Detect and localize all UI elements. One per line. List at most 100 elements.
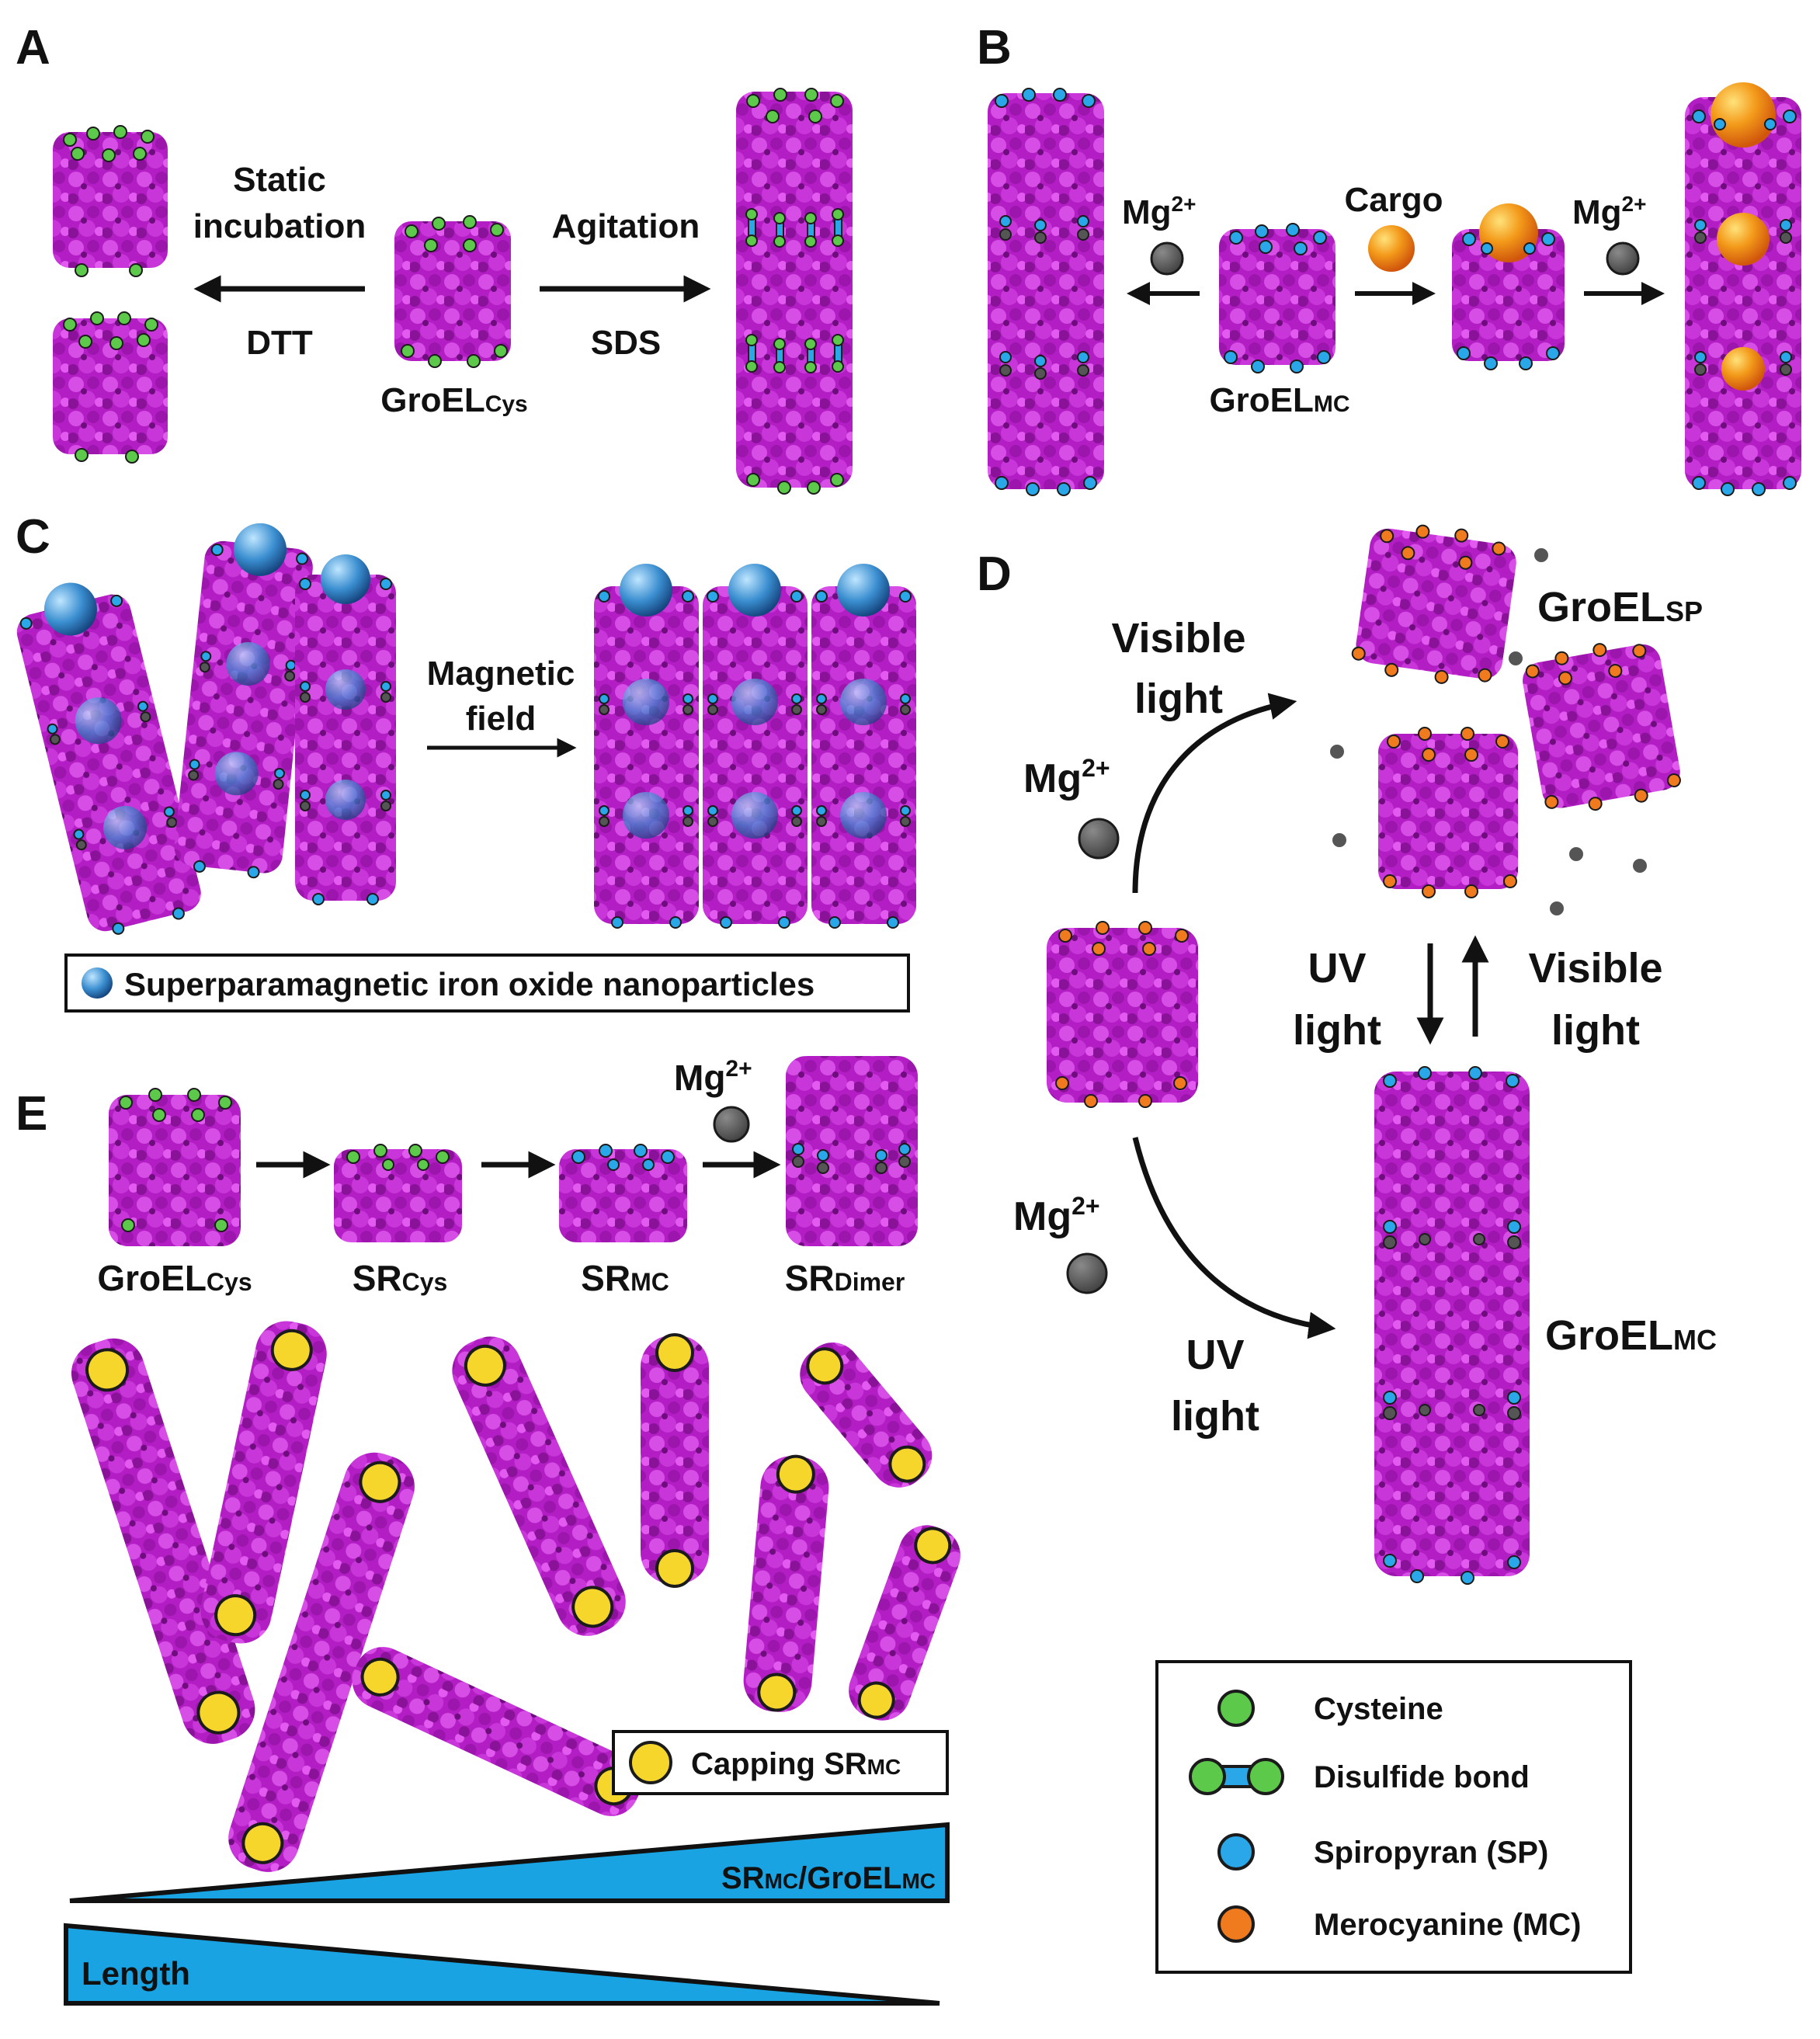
misaligned-tube-1 <box>16 582 201 935</box>
groel-single-ring-top <box>53 125 168 277</box>
panel-a: A <box>16 21 853 495</box>
panel-c-letter: C <box>16 510 50 564</box>
panel-e-letter: E <box>16 1087 47 1141</box>
field-label: field <box>466 700 536 738</box>
aligned-tube-2 <box>703 564 808 929</box>
groel-mc-label-b: GroELMC <box>1209 381 1349 419</box>
symbol-legend: Cysteine Disulfide bond Spiropyran (SP) … <box>1155 1660 1632 1974</box>
misaligned-tube-2 <box>174 523 313 879</box>
stage-sr-cys <box>334 1144 462 1242</box>
capping-legend: Capping SRMC <box>612 1730 949 1795</box>
capped-tube-1 <box>71 1338 255 1744</box>
groel-mc-center <box>1219 223 1335 373</box>
mg-label-d-bottom: Mg2+ <box>1013 1192 1100 1239</box>
legend-label-merocyanine: Merocyanine (MC) <box>1314 1908 1582 1942</box>
mg-ion-b-left <box>1150 241 1184 276</box>
panel-d: D <box>977 524 1717 1585</box>
dtt-label: DTT <box>246 324 313 362</box>
mg-ion-b-right <box>1606 241 1640 276</box>
legend-label-cysteine: Cysteine <box>1314 1692 1443 1726</box>
groel-cys-tube <box>736 88 853 495</box>
stage-label-sr-dimer: SRDimer <box>785 1258 905 1298</box>
cargo-particle-free <box>1368 225 1415 272</box>
capped-tube-2 <box>200 1321 327 1644</box>
panel-b: B <box>977 21 1801 496</box>
incubation-label: incubation <box>193 207 366 245</box>
static-label: Static <box>233 161 326 199</box>
panel-d-letter: D <box>977 547 1012 601</box>
mg-label-b-right: Mg2+ <box>1572 192 1646 231</box>
free-mg-ions <box>1330 548 1647 915</box>
light-label-uv-center: light <box>1293 1007 1381 1054</box>
cargo-label: Cargo <box>1344 181 1443 219</box>
stage-label-groel-cys: GroELCys <box>97 1258 252 1298</box>
groel-sp-start <box>1047 921 1198 1108</box>
panel-b-letter: B <box>977 21 1012 75</box>
capped-tube-4 <box>452 1336 626 1636</box>
groel-cys-label: GroELCys <box>380 381 528 419</box>
cargo-particle-bound <box>1479 203 1538 262</box>
stage-label-sr-mc: SRMC <box>581 1258 669 1298</box>
groel-sp-1 <box>1351 524 1516 684</box>
stage-sr-dimer <box>786 1056 918 1246</box>
mg-label-e: Mg2+ <box>674 1056 752 1098</box>
visible-label-center: Visible <box>1528 945 1662 992</box>
iron-oxide-legend-label: Superparamagnetic iron oxide nanoparticl… <box>124 966 814 1002</box>
groel-cys-center <box>394 215 511 368</box>
iron-oxide-icon <box>82 967 113 999</box>
mg-label-d-top: Mg2+ <box>1023 754 1110 801</box>
misaligned-tube-3 <box>295 554 396 905</box>
light-label-uv-bottom: light <box>1171 1393 1259 1440</box>
visible-label-top: Visible <box>1111 615 1245 662</box>
panel-e: E <box>16 1056 960 2006</box>
groel-sp-3 <box>1378 727 1518 898</box>
capping-icon <box>629 1741 672 1784</box>
aligned-tube-3 <box>811 564 916 929</box>
groel-mc-with-cargo <box>1452 203 1565 370</box>
agitation-label: Agitation <box>552 207 700 245</box>
magnetic-label: Magnetic <box>427 655 575 693</box>
mg-ion-d-top <box>1078 818 1120 860</box>
aligned-tube-1 <box>594 564 699 929</box>
ratio-label: SRMC/GroELMC <box>721 1861 936 1895</box>
stage-groel-cys <box>109 1088 241 1246</box>
panel-c: C Magnetic field <box>16 510 916 1013</box>
groel-mc-tube-left <box>988 88 1104 496</box>
arrow-visible-light-top <box>1132 693 1297 894</box>
length-label: Length <box>82 1955 190 1992</box>
capped-tube-5 <box>352 1647 642 1816</box>
mg-ion-d-bottom <box>1066 1252 1108 1294</box>
light-label-visible-center: light <box>1551 1007 1640 1054</box>
legend-label-disulfide: Disulfide bond <box>1314 1760 1530 1794</box>
capped-tube-8 <box>743 1454 829 1712</box>
capped-tube-3 <box>228 1452 415 1872</box>
capped-tube-6 <box>641 1333 709 1588</box>
sds-label: SDS <box>591 324 661 362</box>
groel-mc-label-d: GroELMC <box>1545 1312 1717 1359</box>
ratio-wedge <box>69 1822 950 1903</box>
disulfide-bonds-tube <box>745 208 844 373</box>
stage-label-sr-cys: SRCys <box>353 1258 448 1298</box>
capped-tube-7 <box>800 1343 933 1488</box>
legend-label-spiropyran: Spiropyran (SP) <box>1314 1836 1548 1870</box>
groel-mc-tube-d <box>1374 1066 1530 1585</box>
stage-sr-mc <box>559 1144 687 1242</box>
disulfide-icon <box>1189 1758 1284 1795</box>
mg-label-b-left: Mg2+ <box>1122 192 1196 231</box>
panel-a-letter: A <box>16 21 50 75</box>
iron-oxide-legend: Superparamagnetic iron oxide nanoparticl… <box>64 954 910 1013</box>
groel-single-ring-bottom <box>53 311 168 464</box>
length-wedge <box>64 1923 940 2006</box>
uv-label-bottom: UV <box>1186 1332 1244 1378</box>
uv-label-center: UV <box>1308 945 1366 992</box>
capped-tube-9 <box>849 1525 960 1721</box>
merocyanine-icon <box>1217 1905 1255 1943</box>
capping-legend-label: Capping SRMC <box>691 1747 901 1781</box>
light-label-top: light <box>1134 676 1223 722</box>
spiropyran-icon <box>1217 1833 1255 1871</box>
cysteine-icon <box>1217 1690 1255 1727</box>
groel-sp-2 <box>1523 643 1681 811</box>
mg-ion-e <box>713 1106 750 1143</box>
arrow-uv-light-bottom <box>1132 1137 1336 1339</box>
